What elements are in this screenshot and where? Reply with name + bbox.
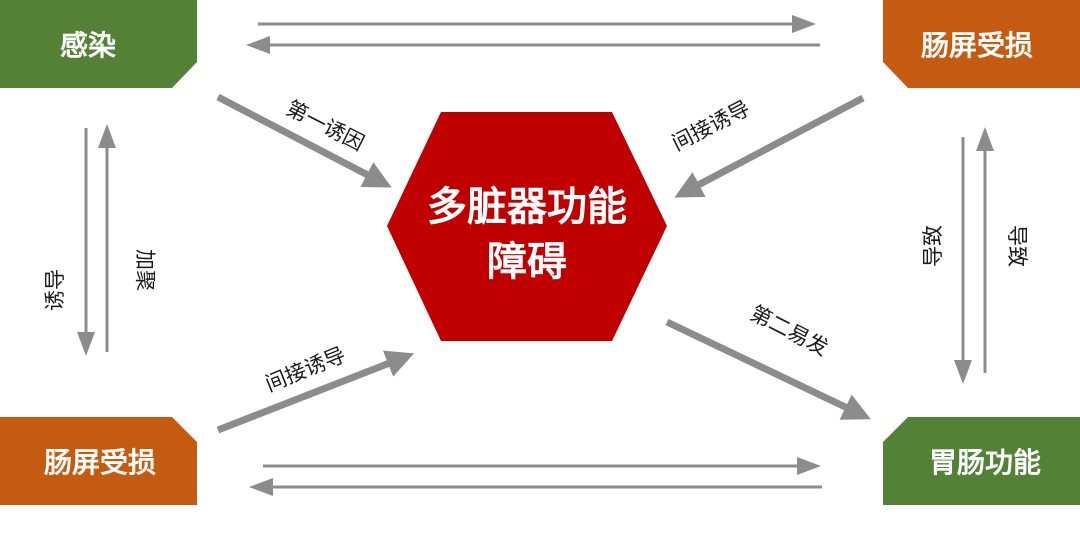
arrow-second-attack — [665, 318, 871, 420]
node-barrier-bottom-left-label: 肠屏受损 — [44, 446, 156, 479]
label-left-aggravate: 加聚 — [133, 249, 157, 291]
arrow-first-trigger — [216, 93, 392, 188]
label-indirect-bottom: 间接诱导 — [262, 343, 349, 397]
node-gi-function-box — [883, 417, 1080, 505]
label-left-induce: 诱导 — [43, 269, 67, 311]
label-second-attack: 第二易发 — [746, 301, 832, 361]
arrow-indirect-bottom — [216, 350, 415, 434]
node-infection-label: 感染 — [60, 29, 116, 62]
center-hexagon — [387, 112, 667, 341]
node-gi-function-label: 胃肠功能 — [929, 446, 1041, 479]
center-label-line2: 障碍 — [487, 239, 567, 285]
center-label-line1: 多脏器功能 — [427, 184, 627, 230]
label-right-cause-a: 导致 — [921, 225, 945, 267]
node-barrier-bottom-left-box — [0, 417, 197, 505]
label-first-trigger: 第一诱因 — [282, 96, 368, 156]
arrow-indirect-top — [674, 94, 865, 198]
node-barrier-top-right-box — [883, 0, 1080, 88]
node-infection-box — [0, 0, 197, 88]
label-indirect-top: 间接诱导 — [668, 96, 754, 156]
label-right-cause-b: 导致 — [1005, 225, 1029, 267]
node-barrier-top-right-label: 肠屏受损 — [921, 29, 1033, 62]
